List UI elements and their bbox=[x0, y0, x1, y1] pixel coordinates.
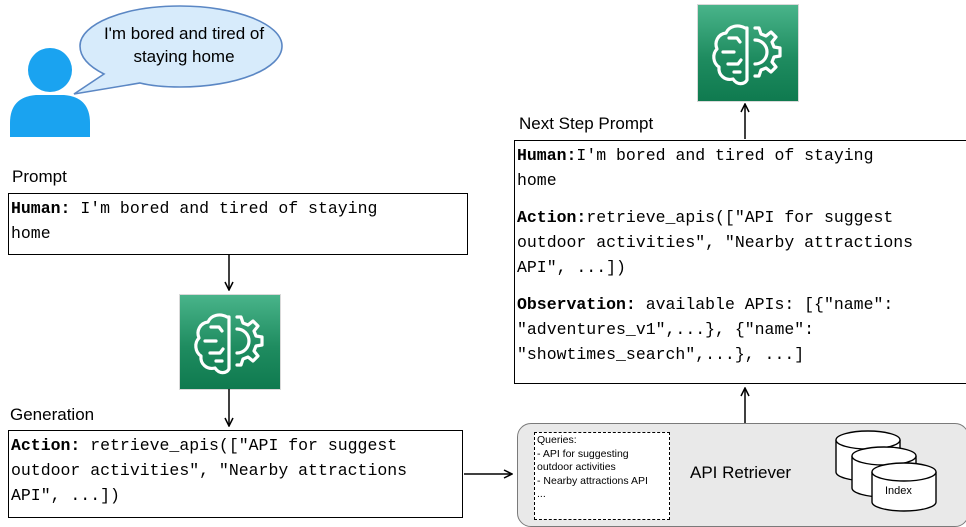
generation-line2: outdoor activities", "Nearby attractions bbox=[11, 461, 408, 480]
query-item: ... bbox=[537, 488, 546, 500]
query-item: - Nearby attractions API bbox=[537, 474, 648, 487]
user-avatar-icon bbox=[10, 48, 90, 137]
query-item: outdoor activities bbox=[537, 461, 616, 473]
action-key: Action: bbox=[11, 436, 81, 455]
observation-key: Observation: bbox=[517, 295, 636, 314]
brain-gear-icon bbox=[712, 24, 782, 86]
speech-bubble-line1: I'm bored and tired of bbox=[103, 24, 265, 43]
prompt-line1: I'm bored and tired of staying bbox=[70, 199, 378, 218]
index-label: Index bbox=[885, 485, 912, 497]
generation-line1: retrieve_apis(["API for suggest bbox=[80, 436, 398, 455]
prompt-label: Prompt bbox=[12, 167, 67, 186]
queries-box: Queries: - API for suggesting outdoor ac… bbox=[534, 432, 670, 520]
index-database-icon bbox=[835, 430, 937, 512]
brain-gear-icon bbox=[194, 313, 264, 375]
next-human-line1: I'm bored and tired of staying bbox=[576, 146, 874, 165]
next-action-line2: outdoor activities", "Nearby attractions bbox=[517, 233, 914, 252]
model-tile-top bbox=[697, 4, 799, 102]
api-retriever-label: API Retriever bbox=[690, 463, 792, 482]
next-human-line2: home bbox=[517, 171, 557, 190]
next-step-box: Human:I'm bored and tired of staying hom… bbox=[514, 140, 966, 384]
generation-box: Action: retrieve_apis(["API for suggest … bbox=[8, 430, 463, 518]
next-observation-line2: "adventures_v1",...}, {"name": bbox=[517, 320, 815, 339]
action-key: Action: bbox=[517, 208, 587, 227]
next-action-line3: API", ...]) bbox=[517, 258, 626, 277]
next-step-label: Next Step Prompt bbox=[519, 114, 654, 133]
query-header: Queries: bbox=[537, 434, 577, 446]
generation-label: Generation bbox=[10, 405, 95, 424]
next-action-line1: retrieve_apis(["API for suggest bbox=[586, 208, 894, 227]
speech-bubble-line2: staying home bbox=[133, 47, 235, 66]
query-item: - API for suggesting bbox=[537, 447, 629, 460]
speech-bubble bbox=[73, 5, 283, 95]
model-tile-middle bbox=[179, 294, 281, 390]
prompt-line2: home bbox=[11, 224, 51, 243]
next-observation-line1: available APIs: [{"name": bbox=[635, 295, 894, 314]
human-key: Human: bbox=[517, 146, 577, 165]
next-observation-line3: "showtimes_search",...}, ...] bbox=[517, 345, 805, 364]
human-key: Human: bbox=[11, 199, 71, 218]
generation-line3: API", ...]) bbox=[11, 486, 120, 505]
prompt-box: Human: I'm bored and tired of staying ho… bbox=[8, 193, 468, 255]
